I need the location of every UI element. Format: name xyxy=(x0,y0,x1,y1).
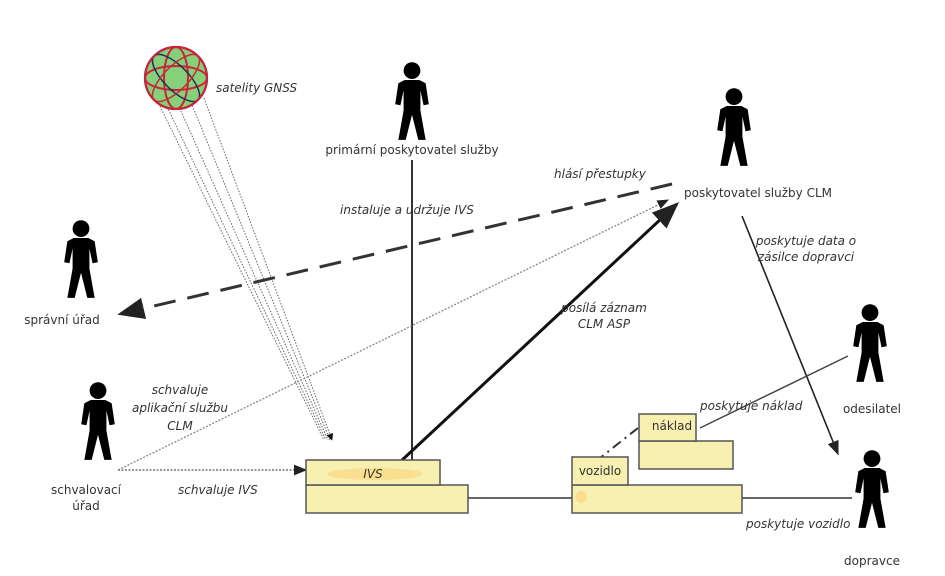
label-provides-data-2: zásilce dopravci xyxy=(757,250,855,264)
cargo-label: náklad xyxy=(652,419,692,433)
satellite-label: satelity GNSS xyxy=(216,81,297,95)
label-approves-app-1: schvaluje xyxy=(152,383,209,397)
actor-primary-provider[interactable] xyxy=(395,62,429,140)
actor-sender-label: odesilatel xyxy=(843,402,901,416)
actor-clm-provider-label: poskytovatel služby CLM xyxy=(684,186,832,200)
label-provides-vehicle: poskytuje vozidlo xyxy=(745,517,850,531)
actor-approval-office[interactable] xyxy=(81,382,115,460)
edge-cargo-vehicle xyxy=(599,427,639,459)
label-sends-record-1: posílá záznam xyxy=(560,301,647,315)
label-sends-record-2: CLM ASP xyxy=(578,317,631,331)
vehicle-component-base[interactable] xyxy=(571,484,743,514)
actor-carrier-label: dopravce xyxy=(844,554,900,568)
actor-approval-office-label-1: schvalovací xyxy=(51,483,122,497)
label-approves-app-2: aplikační službu xyxy=(132,401,228,415)
label-reports-offences: hlásí přestupky xyxy=(554,167,647,181)
label-provides-cargo: poskytuje náklad xyxy=(699,399,803,413)
label-provides-data-1: poskytuje data o xyxy=(755,234,856,248)
vehicle-component[interactable] xyxy=(571,456,629,486)
actor-primary-provider-label: primární poskytovatel služby xyxy=(325,143,498,157)
ivs-label: IVS xyxy=(363,467,383,481)
actor-sender[interactable] xyxy=(853,304,887,382)
vehicle-label: vozidlo xyxy=(579,464,621,478)
cargo-component-base[interactable] xyxy=(638,440,734,470)
cargo-component[interactable] xyxy=(638,413,697,442)
actor-admin-office[interactable] xyxy=(64,220,98,298)
edge-sends-record xyxy=(398,202,679,464)
edge-approves-app xyxy=(117,199,670,471)
actor-carrier[interactable] xyxy=(855,450,889,528)
label-approves-app-3: CLM xyxy=(167,419,193,433)
vehicle-highlight xyxy=(575,491,587,503)
gnss-signal-rays xyxy=(151,89,334,441)
ivs-component-base[interactable] xyxy=(305,484,469,514)
actor-approval-office-label-2: úřad xyxy=(72,499,100,513)
edge-reports-offences xyxy=(117,182,673,319)
label-approves-ivs: schvaluje IVS xyxy=(178,483,258,497)
ivs-highlight xyxy=(327,468,423,480)
actor-admin-office-label: správní úřad xyxy=(24,313,100,327)
globe-icon xyxy=(143,45,209,111)
edge-provides-cargo xyxy=(699,355,849,429)
edge-provides-data xyxy=(741,215,839,456)
label-installs-maintains: instaluje a udržuje IVS xyxy=(340,203,474,217)
actor-clm-provider[interactable] xyxy=(717,88,751,166)
